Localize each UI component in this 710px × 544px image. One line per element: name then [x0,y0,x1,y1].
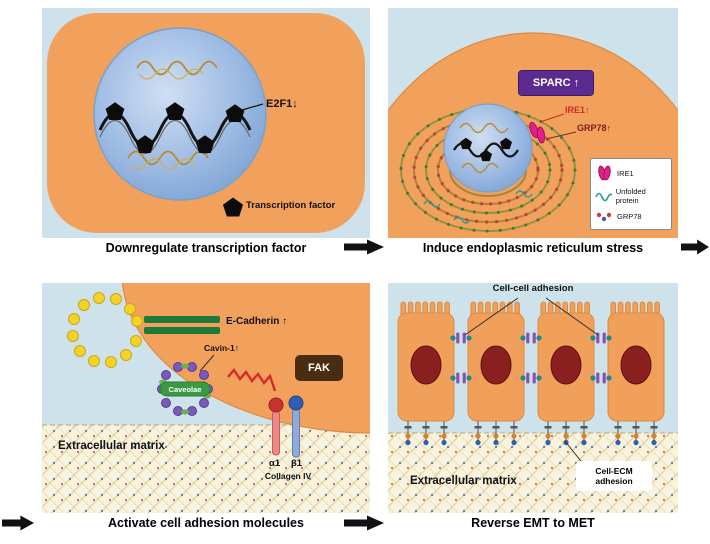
extracellular-matrix-area [42,425,370,513]
unfolded-protein-legend-icon [595,192,612,202]
flow-arrow-1-to-2 [344,239,384,260]
flow-arrow-3-enter [2,515,34,536]
panel-1-graphic [42,8,370,238]
er-legend: IRE1 Unfolded protein GRP78 [590,158,672,230]
collagen-squiggle [227,368,277,392]
caption-panel-4: Reverse EMT to MET [471,516,595,530]
flow-arrow-3-to-4 [344,515,384,536]
ire1-legend-label: IRE1 [617,168,634,178]
integrin-beta1-icon [288,395,304,458]
panel-3-adhesion-molecules: E-Cadherin ↑ Cavin-1↑ Caveolae FAK α1 β1… [42,283,370,513]
ire1-receptor-icon [529,121,546,144]
caveolae-pill [159,381,211,397]
ecm-label-panel4: Extracellular matrix [410,475,517,487]
grp78-label: GRP78↑ [577,123,612,133]
panel-3-graphic [42,283,370,513]
cell-cell-adhesion-label: Cell-cell adhesion [492,283,574,294]
grp78-legend-label: GRP78 [617,212,642,222]
cell-cell-pointer-line-left [464,297,519,336]
ecadherin-bead-chain [67,292,143,368]
caption-panel-1: Downregulate transcription factor [105,241,307,255]
cell-ecm-adhesion-box: Cell-ECM adhesion [576,461,652,491]
ire1-label: IRE1↑ [565,105,590,115]
cavin-label: Cavin-1↑ [204,343,239,353]
panel-4-emt-met: Cell-cell adhesion Extracellular matrix … [388,283,678,513]
ecm-label-panel3: Extracellular matrix [58,440,165,452]
grp78-pointer-line [545,131,577,140]
ire1-legend-icon [598,165,611,181]
flow-arrow-2-exit [681,239,709,260]
cell-cell-pointer-line-right [545,297,599,336]
caption-panel-2: Induce endoplasmic reticulum stress [422,241,644,255]
ecadherin-label: E-Cadherin ↑ [226,316,288,327]
collagen-label: Collagen IV [264,471,312,481]
beta1-label: β1 [291,458,303,469]
ire1-pointer-line [539,113,565,123]
tf-legend-label: Transcription factor [246,200,336,211]
e2f1-label: E2F1↓ [266,98,298,110]
e2f1-pointer-line [241,103,264,111]
legend-row-grp78: GRP78 [595,210,667,224]
legend-row-ire1: IRE1 [595,164,667,182]
legend-row-unfolded-protein: Unfolded protein [595,187,667,205]
caveolae-label: Caveolae [168,384,202,394]
panel-1-downregulate-tf: E2F1↓ Transcription factor [42,8,370,238]
alpha1-label: α1 [269,458,281,469]
caption-panel-3: Activate cell adhesion molecules [108,516,304,530]
fak-box: FAK [295,355,343,381]
panel-2-er-stress: SPARC ↑ IRE1↑ GRP78↑ IRE1 Unfolded prote… [388,8,678,238]
grp78-legend-icon [596,212,612,221]
ecadherin-bar-top [144,316,220,323]
unfolded-protein-squiggles [423,190,533,224]
caveolae-complex [157,362,213,416]
cavin-pointer-line [199,354,215,372]
unfolded-protein-legend-label: Unfolded protein [615,186,646,205]
ecadherin-bar-bottom [144,327,220,334]
integrin-alpha1-icon [268,397,284,456]
sparc-badge: SPARC ↑ [518,70,594,96]
